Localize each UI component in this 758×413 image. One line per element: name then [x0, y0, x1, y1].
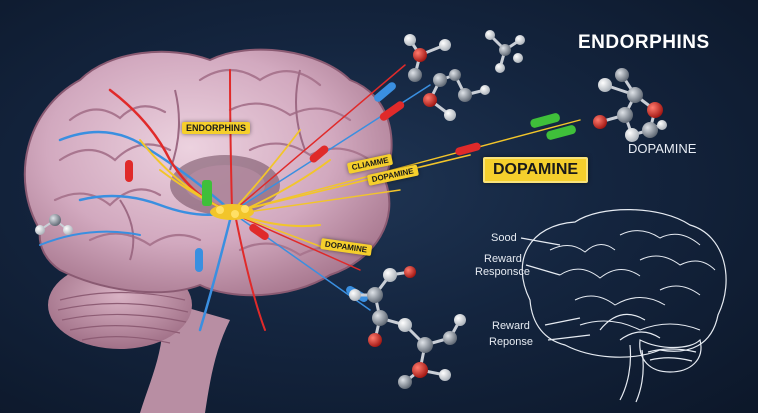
molecule-small-top — [485, 30, 525, 73]
dopamine-main-tag: DOPAMINE — [483, 157, 589, 183]
sketch-label-reward-2: Reward — [492, 320, 530, 332]
molecule-dopamine-right — [593, 68, 667, 142]
endorphins-tag: ENDORPHINS — [182, 122, 251, 134]
dopamine-molecule-label: DOPAMINE — [628, 141, 697, 156]
brain-stem — [140, 300, 230, 413]
sketch-label-reponse: Reponse — [489, 336, 534, 348]
molecule-bottom-center — [349, 266, 466, 389]
sketch-label-reward-1: Reward — [484, 253, 522, 265]
sketch-brain — [520, 209, 727, 403]
receptor-capsules — [125, 82, 576, 302]
brain-cerebrum — [23, 48, 393, 297]
reward-center-cluster — [202, 180, 254, 220]
sketch-label-sood: Sood — [491, 232, 517, 244]
molecule-left — [35, 214, 73, 235]
sketch-label-responsce: Responsce — [475, 266, 531, 278]
page-title: ENDORPHINS — [578, 32, 710, 53]
molecule-top-center — [404, 34, 490, 121]
